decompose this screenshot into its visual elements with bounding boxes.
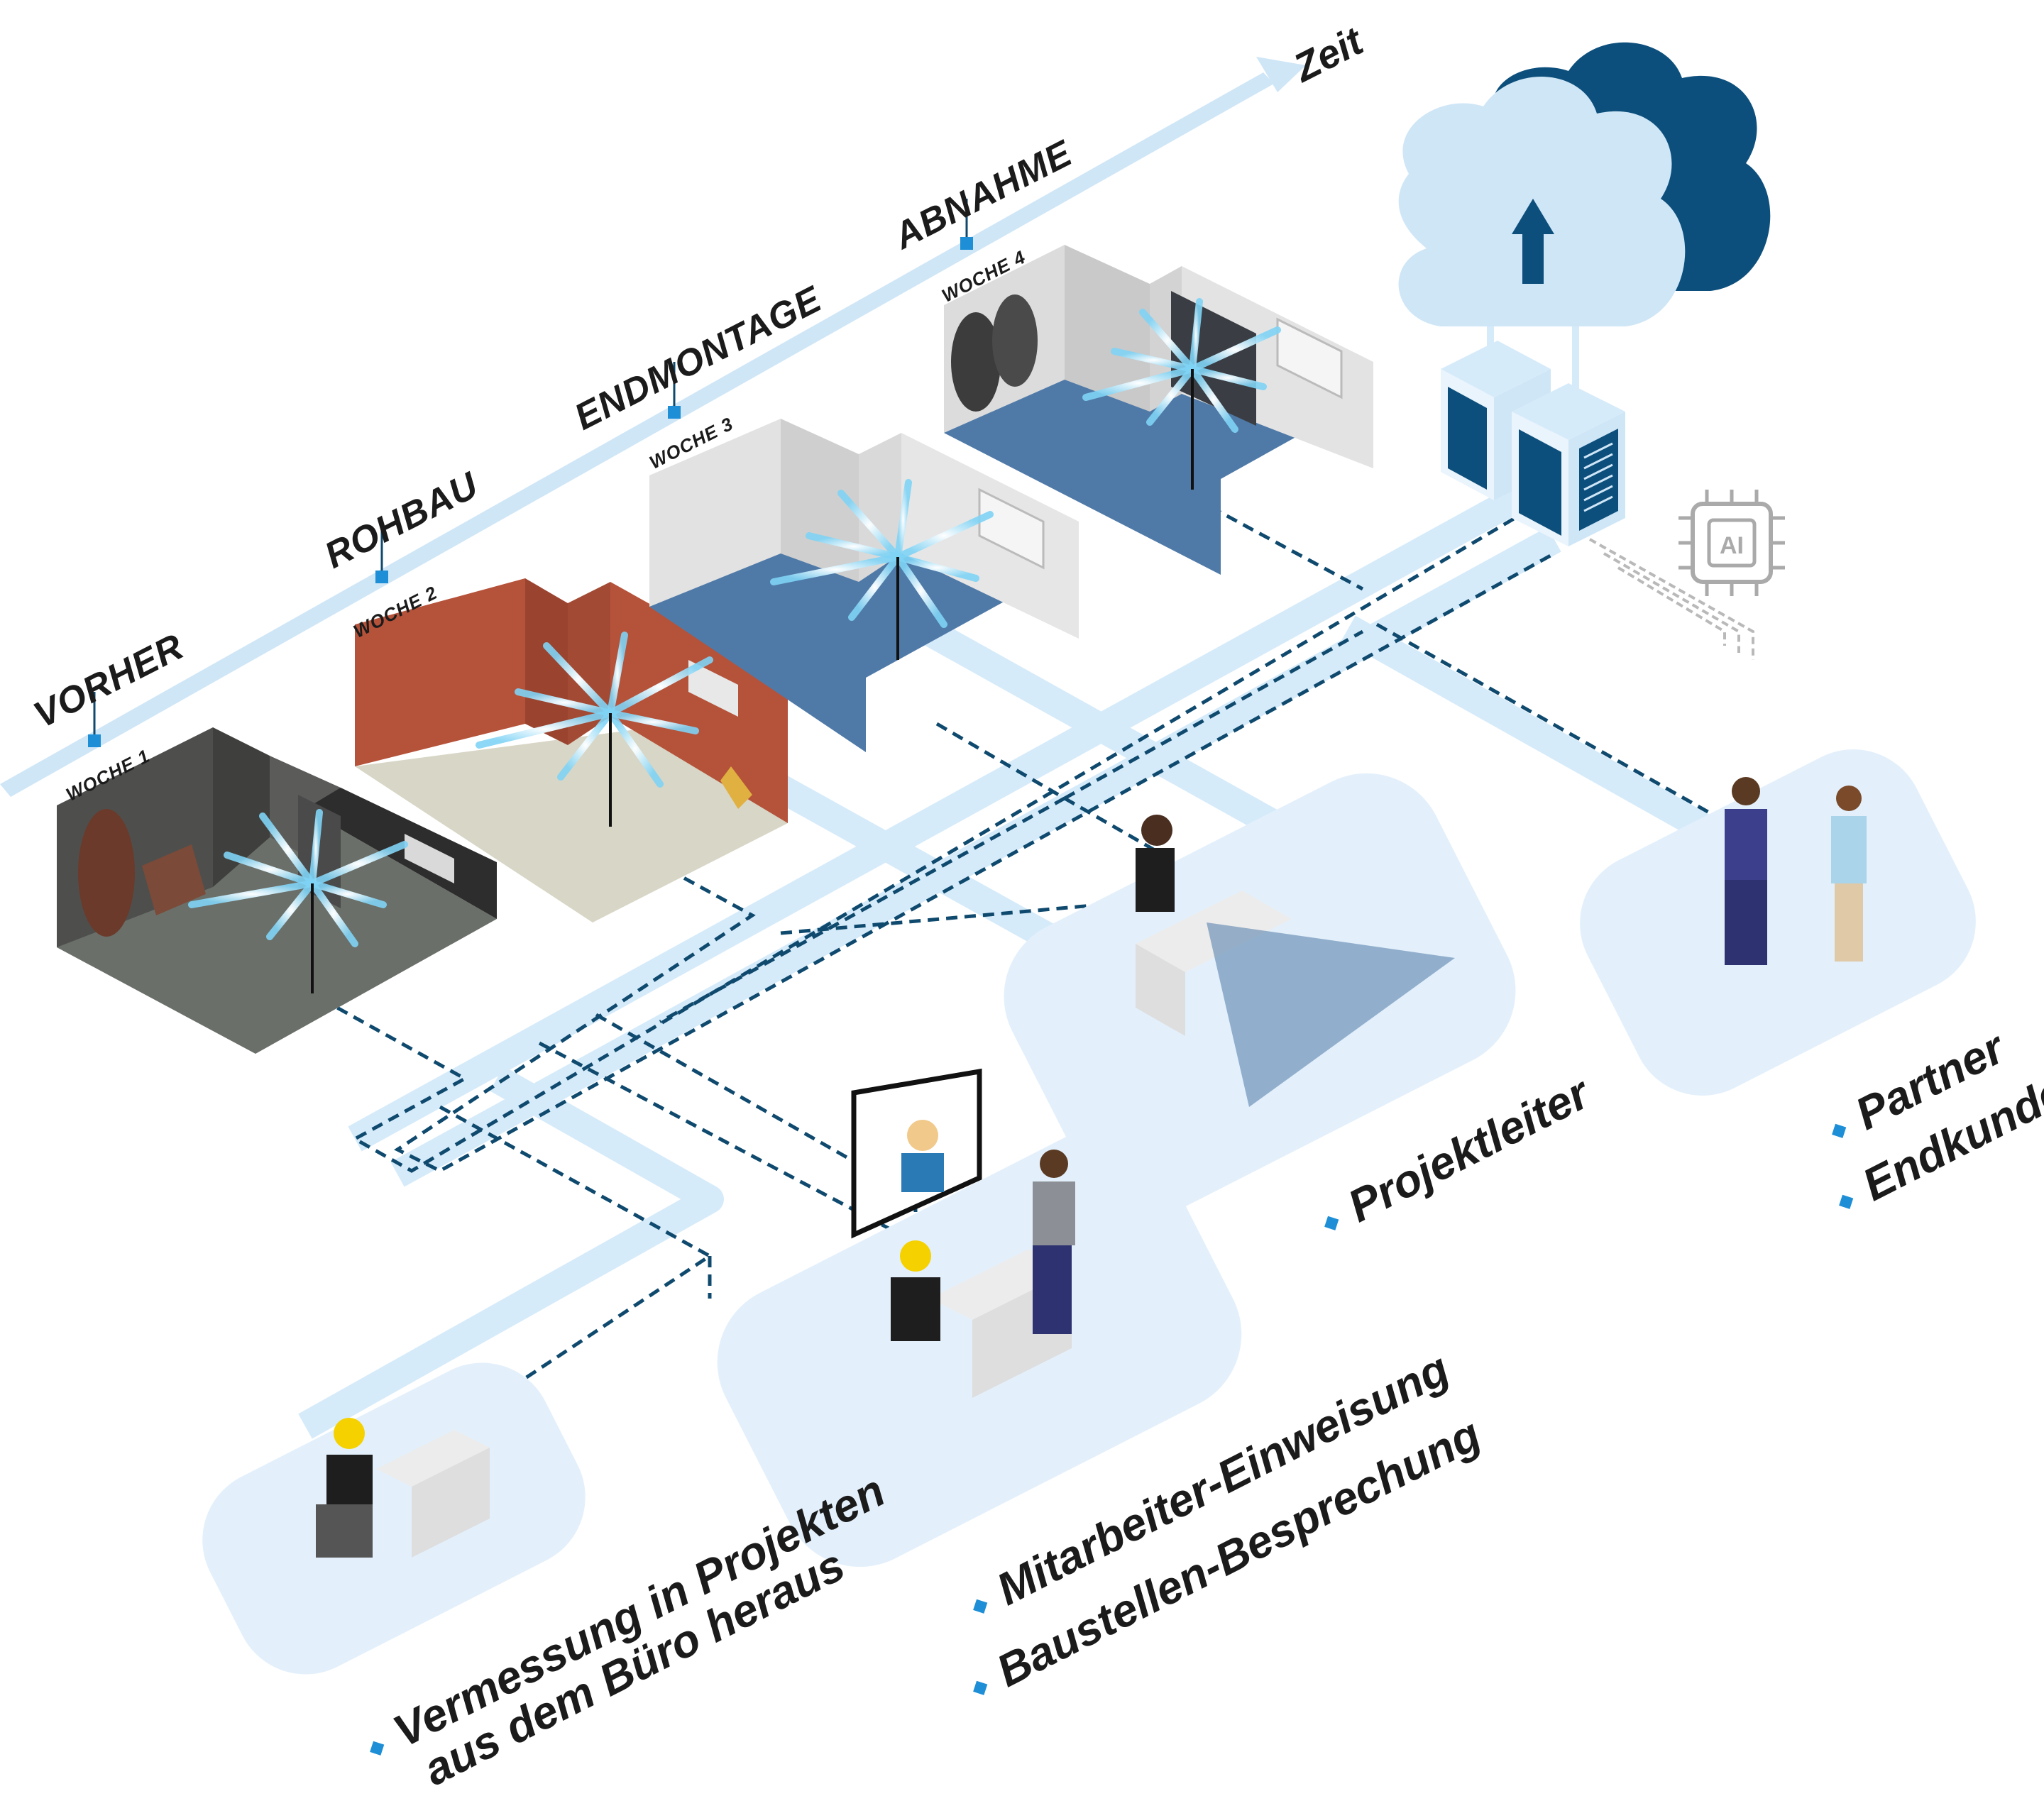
woche-3-marker-icon xyxy=(668,406,681,419)
platform-vermessung xyxy=(202,1362,586,1675)
server-rack-icon xyxy=(1441,326,1625,546)
timeline-dots xyxy=(88,237,973,747)
projektleiter-workstation xyxy=(1136,815,1455,1107)
woche-2-marker-icon xyxy=(375,571,388,583)
timeline-arrowhead-icon xyxy=(1256,57,1306,92)
person-icon xyxy=(1141,815,1172,846)
measurement-rays xyxy=(188,298,1281,947)
room-abnahme xyxy=(944,245,1373,575)
room-rohbau xyxy=(355,578,788,922)
partner-figures xyxy=(1725,777,1867,965)
cloud-upload-icon xyxy=(1398,42,1771,326)
ai-chip-label: AI xyxy=(1720,532,1744,559)
hardhat-icon xyxy=(334,1418,365,1449)
woche-1-marker-icon xyxy=(88,734,101,747)
measurement-stands xyxy=(311,369,1194,993)
timeline-markers xyxy=(93,199,968,738)
platform-partner xyxy=(1580,749,1976,1096)
room-endmontage xyxy=(649,419,1079,752)
mitarbeiter-workstation xyxy=(851,1068,1075,1398)
woche-4-marker-icon xyxy=(960,237,973,250)
hardhat-icon xyxy=(900,1240,931,1272)
ai-chip-icon: AI xyxy=(1589,490,1785,660)
vermessung-workstation xyxy=(316,1418,490,1558)
timeline-band xyxy=(0,57,1306,797)
